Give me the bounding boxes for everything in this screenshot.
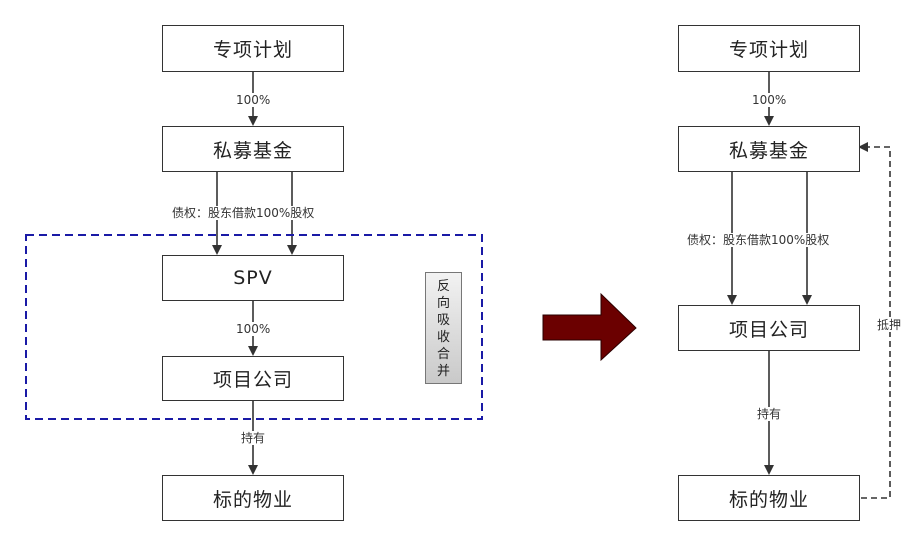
right-private-fund-node: 私募基金: [678, 126, 860, 172]
reverse-merger-note: 反 向 吸 收 合 并: [425, 272, 462, 384]
merge-char-4: 收: [436, 330, 450, 345]
right-project-company-node: 项目公司: [678, 305, 860, 351]
spv-node: SPV: [162, 255, 344, 301]
right-special-plan-node: 专项计划: [678, 25, 860, 72]
merge-char-5: 合: [436, 347, 450, 362]
left-ratio-spv-company: 100%: [235, 322, 272, 336]
merge-char-6: 并: [436, 364, 450, 379]
right-property-node: 标的物业: [678, 475, 860, 521]
right-hold-label: 持有: [756, 407, 783, 421]
left-loan-equity-label: 债权：股东借款100%股权: [171, 206, 316, 220]
merge-char-3: 吸: [436, 313, 450, 328]
mortgage-arrowhead: [858, 142, 868, 152]
left-property-node: 标的物业: [162, 475, 344, 521]
left-project-company-node: 项目公司: [162, 356, 344, 401]
left-private-fund-node: 私募基金: [162, 126, 344, 172]
mortgage-label: 抵押: [876, 318, 903, 332]
transition-arrow: [542, 292, 637, 362]
reverse-merger-region: [25, 234, 483, 420]
merge-char-2: 向: [436, 296, 450, 311]
left-hold-label: 持有: [240, 431, 267, 445]
merge-char-1: 反: [436, 279, 450, 294]
right-ratio-plan-fund: 100%: [751, 93, 788, 107]
left-special-plan-node: 专项计划: [162, 25, 344, 72]
right-loan-equity-label: 债权：股东借款100%股权: [686, 233, 831, 247]
left-ratio-plan-fund: 100%: [235, 93, 272, 107]
